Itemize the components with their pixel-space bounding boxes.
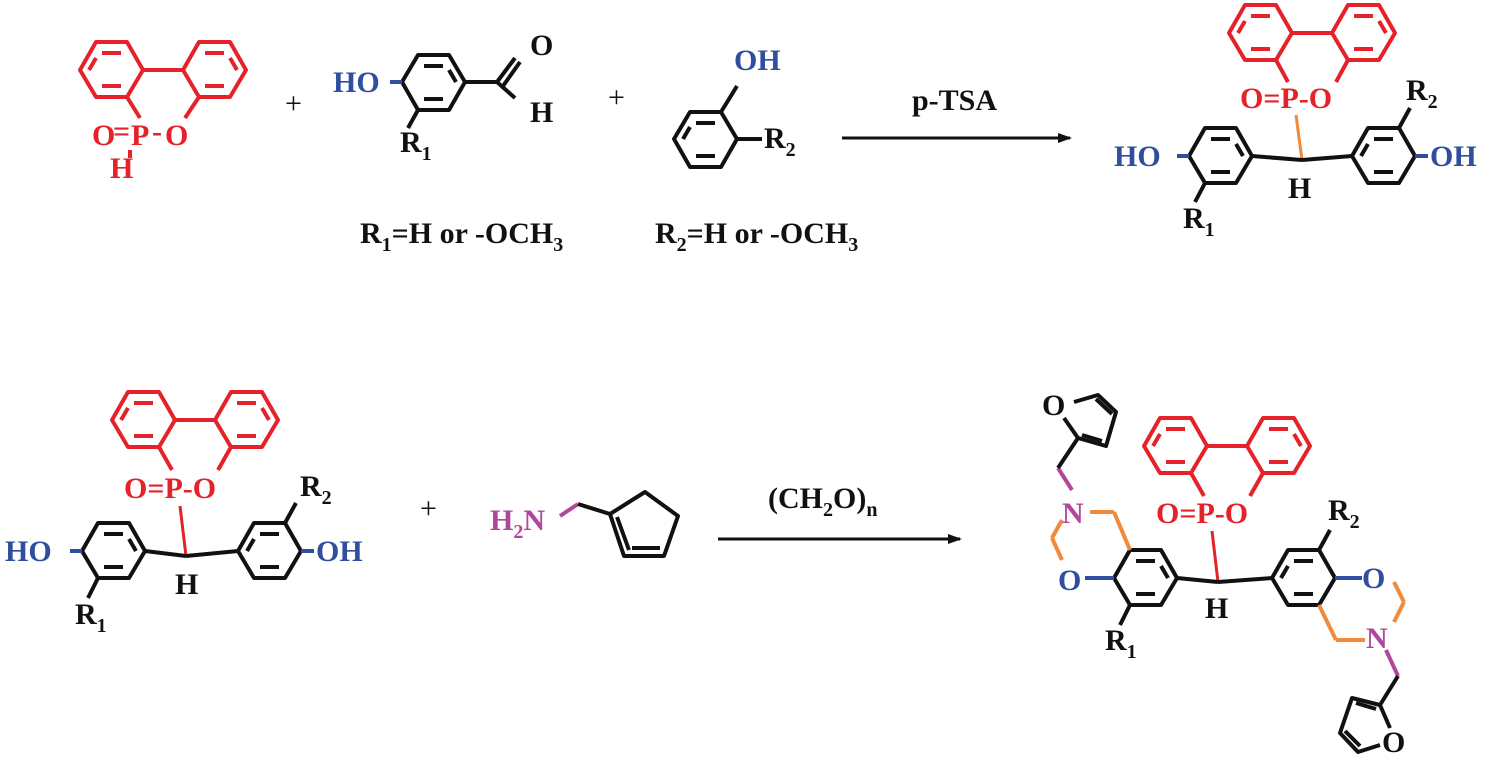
left-oxazine-nitrogen: N [1062, 497, 1084, 530]
right-furan-oxygen: O [1382, 726, 1405, 759]
plus-sign: + [285, 87, 302, 120]
product-1-r1-label: R1 [1183, 202, 1215, 241]
amine-label: H2N [490, 504, 545, 543]
dopo-reactant-labels: O = P - O H [92, 115, 188, 185]
svg-text:=: = [113, 115, 130, 148]
dopo-ester-oxygen-label: O [165, 119, 188, 152]
dopo-phosphorus-label: P [131, 119, 149, 152]
product-1-hydroxyl-left: HO [1114, 140, 1161, 173]
bisphenol-hydroxyl-right: OH [316, 535, 363, 568]
product-1-methine-h: H [1288, 172, 1311, 205]
final-r2-label: R2 [1328, 494, 1360, 533]
aldehyde-reactant [400, 53, 522, 129]
aldehyde-hydroxyl-label: HO [333, 66, 380, 99]
right-oxazine-ring [1317, 576, 1406, 677]
bisphenol-core [80, 502, 303, 599]
aldehyde-oxygen-label: O [530, 29, 553, 62]
left-oxazine-ring [1050, 466, 1132, 580]
r2-definition: R2=H or -OCH3 [655, 217, 858, 256]
product-1-phosphonate-label: O=P-O [1240, 82, 1332, 115]
product-1-bisphenol [1187, 107, 1417, 203]
r1-definition: R1=H or -OCH3 [360, 217, 563, 256]
right-oxazine-nitrogen: N [1366, 622, 1388, 655]
final-product-dopo [1142, 416, 1312, 497]
svg-text:-: - [152, 115, 162, 148]
left-furan-oxygen: O [1042, 389, 1065, 422]
plus-sign: + [420, 492, 437, 525]
final-methine-h: H [1205, 592, 1228, 625]
product-1-r2-label: R2 [1406, 74, 1438, 113]
phenol-reactant [672, 84, 762, 169]
dopo-hydrogen-label: H [110, 152, 133, 185]
bisphenol-dopo [110, 390, 280, 471]
dopo-oxygen-label: O [92, 119, 115, 152]
product-1-hydroxyl-right: OH [1430, 140, 1477, 173]
phenol-r2-label: R2 [764, 122, 796, 161]
product-1-dopo [1227, 3, 1397, 83]
reagent-label: p-TSA [912, 84, 997, 117]
formaldehyde-reagent-label: (CH2O)n [768, 482, 877, 521]
phenol-hydroxyl-label: OH [734, 44, 781, 77]
left-oxazine-oxygen: O [1058, 564, 1081, 597]
aldehyde-r1-label: R1 [400, 126, 432, 165]
dopo-reactant [78, 40, 248, 120]
plus-sign: + [608, 81, 625, 114]
bisphenol-phosphonate-label: O=P-O [124, 472, 216, 505]
right-furan-ring [1338, 674, 1400, 754]
final-r1-label: R1 [1105, 624, 1137, 663]
bisphenol-hydroxyl-left: HO [5, 535, 52, 568]
bisphenol-r2-label: R2 [300, 470, 332, 509]
right-oxazine-oxygen: O [1362, 562, 1385, 595]
amine-ring [577, 490, 680, 558]
bisphenol-methine-h: H [175, 568, 198, 601]
left-furan-ring [1056, 393, 1118, 470]
aldehyde-hydrogen-label: H [530, 96, 553, 129]
final-phosphonate-label: O=P-O [1156, 497, 1248, 530]
bisphenol-r1-label: R1 [75, 598, 107, 637]
